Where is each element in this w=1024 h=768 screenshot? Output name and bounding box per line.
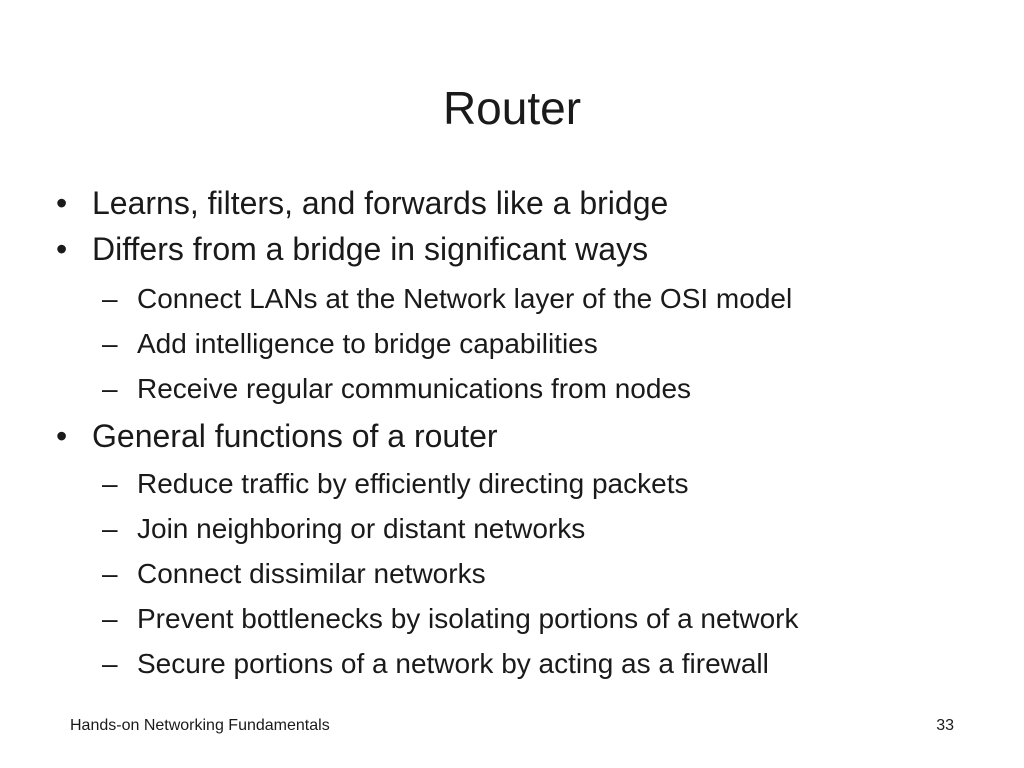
sub-bullet-text: Connect LANs at the Network layer of the… (137, 283, 793, 314)
footer-course-title: Hands-on Networking Fundamentals (70, 717, 330, 734)
bullet-marker: • (56, 231, 68, 267)
sub-bullet-marker: – (102, 648, 118, 679)
sub-bullet-marker: – (102, 603, 118, 634)
sub-bullet-marker: – (102, 513, 118, 544)
sub-bullet-text: Receive regular communications from node… (137, 373, 692, 404)
bullet-text: Differs from a bridge in significant way… (92, 231, 649, 267)
sub-bullet-text: Prevent bottlenecks by isolating portion… (137, 603, 799, 634)
sub-bullet-text: Secure portions of a network by acting a… (137, 648, 769, 679)
sub-bullet-marker: – (102, 373, 118, 404)
bullet-text: Learns, filters, and forwards like a bri… (92, 185, 669, 221)
footer-page-number: 33 (936, 717, 954, 734)
slide-title: Router (442, 82, 582, 134)
sub-bullet-marker: – (102, 283, 118, 314)
sub-bullet-text: Connect dissimilar networks (137, 558, 486, 589)
sub-bullet-text: Join neighboring or distant networks (137, 513, 586, 544)
bullet-marker: • (56, 185, 68, 221)
sub-bullet-marker: – (102, 328, 118, 359)
sub-bullet-marker: – (102, 468, 118, 499)
sub-bullet-marker: – (102, 558, 118, 589)
bullet-marker: • (56, 418, 68, 454)
sub-bullet-text: Reduce traffic by efficiently directing … (137, 468, 689, 499)
bullet-text: General functions of a router (92, 418, 498, 454)
sub-bullet-text: Add intelligence to bridge capabilities (137, 328, 598, 359)
